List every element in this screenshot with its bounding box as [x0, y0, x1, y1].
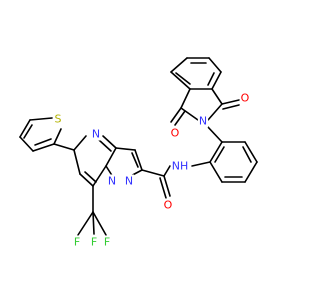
atom-label-background	[106, 174, 118, 188]
molecule-structure-diagram: O O N S N N N NH O F F F	[19, 57, 258, 249]
atom-label-background	[123, 174, 135, 188]
atom-label-n-pyrimidine: N	[92, 128, 100, 141]
atom-label-n-bridge: N	[108, 175, 116, 188]
atom-label-background	[72, 235, 82, 249]
atom-label-o-top: O	[241, 92, 250, 105]
bond-lines	[19, 57, 258, 236]
atom-label-n-pyrazole: N	[125, 175, 133, 188]
atom-label-nh-amide: NH	[172, 160, 189, 173]
atom-label-background	[169, 126, 181, 140]
atom-label-f-left: F	[74, 236, 80, 249]
atom-label-background	[239, 91, 251, 105]
atom-label-background	[53, 112, 63, 126]
atom-label-background	[170, 159, 190, 173]
atom-label-background	[89, 235, 99, 249]
atom-label-background	[197, 114, 209, 128]
atom-label-s-thiophene: S	[55, 113, 62, 126]
atom-labels: O O N S N N N NH O F F F	[53, 91, 251, 249]
atom-label-background	[162, 198, 174, 212]
atom-label-background	[90, 127, 102, 141]
atom-label-background	[102, 235, 112, 249]
atom-label-n-imide: N	[199, 115, 207, 128]
atom-label-o-bottom: O	[171, 127, 180, 140]
atom-label-f-mid: F	[91, 236, 97, 249]
atom-label-f-right: F	[104, 236, 110, 249]
atom-label-o-amide: O	[164, 199, 173, 212]
